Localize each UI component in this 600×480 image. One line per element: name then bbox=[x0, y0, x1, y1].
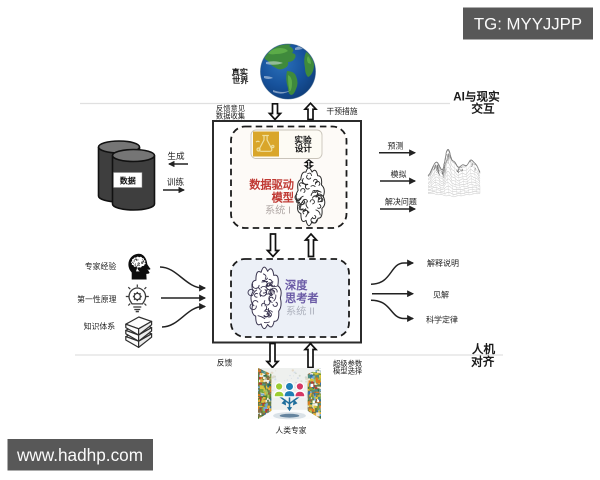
svg-text:见解: 见解 bbox=[433, 289, 449, 299]
svg-text:数据驱动: 数据驱动 bbox=[249, 177, 294, 191]
svg-text:生成: 生成 bbox=[167, 150, 185, 161]
svg-text:数据: 数据 bbox=[120, 175, 136, 185]
svg-text:模型选择: 模型选择 bbox=[333, 367, 363, 376]
svg-text:真实: 真实 bbox=[232, 67, 248, 77]
svg-text:解决问题: 解决问题 bbox=[385, 197, 417, 207]
svg-text:TG: MYYJJPP: TG: MYYJJPP bbox=[474, 15, 582, 34]
svg-text:专家经验: 专家经验 bbox=[85, 261, 117, 271]
svg-text:科学定律: 科学定律 bbox=[426, 314, 458, 324]
svg-text:思考者: 思考者 bbox=[285, 291, 319, 305]
svg-text:AI与现实: AI与现实 bbox=[453, 90, 500, 104]
svg-text:训练: 训练 bbox=[167, 176, 185, 187]
svg-text:系统 I: 系统 I bbox=[265, 204, 291, 217]
svg-text:反馈: 反馈 bbox=[217, 357, 233, 367]
svg-text:超级参数: 超级参数 bbox=[333, 359, 363, 368]
svg-text:解释说明: 解释说明 bbox=[427, 258, 459, 268]
svg-text:交互: 交互 bbox=[471, 102, 495, 116]
svg-text:反馈意见: 反馈意见 bbox=[216, 104, 245, 113]
svg-text:模型: 模型 bbox=[272, 190, 294, 204]
svg-text:世界: 世界 bbox=[232, 75, 249, 85]
svg-text:深度: 深度 bbox=[285, 278, 308, 292]
svg-text:设计: 设计 bbox=[295, 143, 313, 154]
svg-text:知识体系: 知识体系 bbox=[84, 321, 116, 331]
svg-text:模拟: 模拟 bbox=[391, 169, 407, 179]
svg-text:干预措施: 干预措施 bbox=[326, 106, 357, 116]
svg-text:对齐: 对齐 bbox=[471, 354, 495, 368]
svg-text:数据收集: 数据收集 bbox=[216, 112, 246, 121]
svg-text:人机: 人机 bbox=[472, 342, 496, 356]
svg-text:系统 II: 系统 II bbox=[286, 304, 315, 317]
svg-text:实验: 实验 bbox=[294, 134, 312, 145]
svg-text:第一性原理: 第一性原理 bbox=[77, 294, 117, 304]
svg-text:人类专家: 人类专家 bbox=[275, 425, 306, 435]
svg-text:预测: 预测 bbox=[388, 141, 404, 151]
svg-text:www.hadhp.com: www.hadhp.com bbox=[16, 445, 143, 465]
